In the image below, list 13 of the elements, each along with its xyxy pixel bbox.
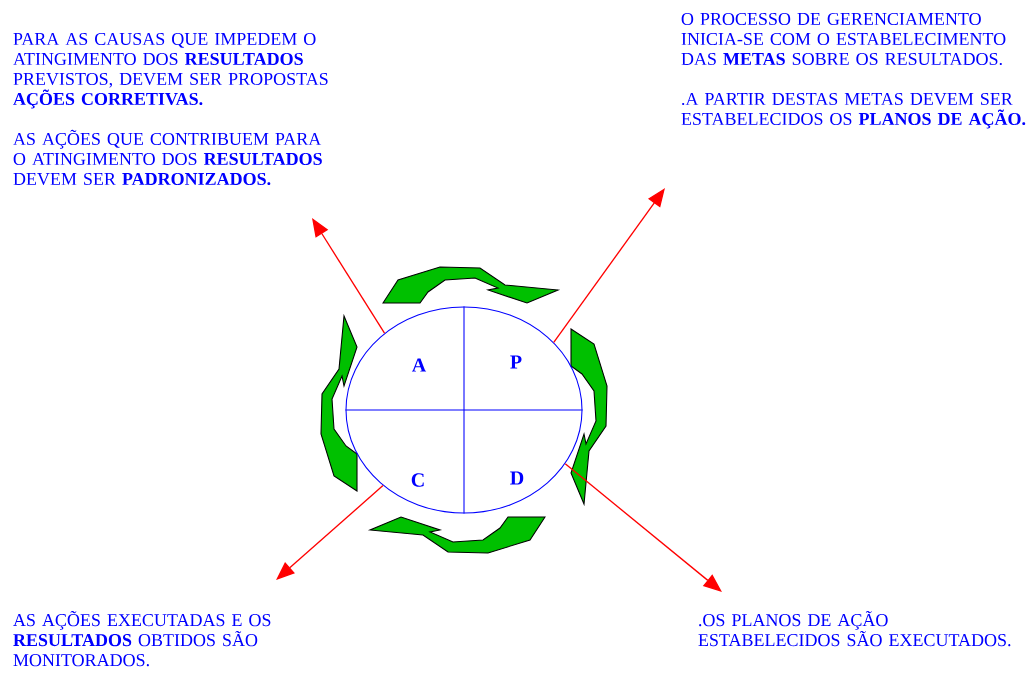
description-text: PARA AS CAUSAS QUE IMPEDEM O ATINGIMENTO DOS RESULTADOS PREVISTOS, DEVEM SER PROPOSTAS AÇÕES CORRETIVAS. AS AÇÕES QUE CONTRIBUEM PARA O ATINGIMENTO DOS RESULTADOS DEVEM SER PADRONIZADOS. [13,32,328,186]
quadrant-letter: D [510,471,524,485]
description-text: .OS PLANOS DE AÇÃO ESTABELECIDOS SÃO EXECUTADOS. [698,610,1011,647]
pdca-circle [344,305,584,515]
arrow [564,463,722,592]
description-text: O PROCESSO DE GERENCIAMENTO INICIA-SE COM O ESTABELECIMENTO DAS METAS SOBRE OS RESULTADOS. .A PARTIR DESTAS METAS DEVEM SER ESTABELECIDOS OS PLANOS DE AÇÃO. [681,12,1026,129]
description-text: AS AÇÕES EXECUTADAS E OS RESULTADOS OBTIDOS SÃO MONITORADOS. [13,610,271,667]
quadrant-letter: P [510,355,522,369]
quadrant-letter: A [411,358,427,372]
arrow [553,188,665,344]
arrow [312,218,386,334]
arrow [276,484,384,580]
quadrant-letter: C [411,473,424,487]
